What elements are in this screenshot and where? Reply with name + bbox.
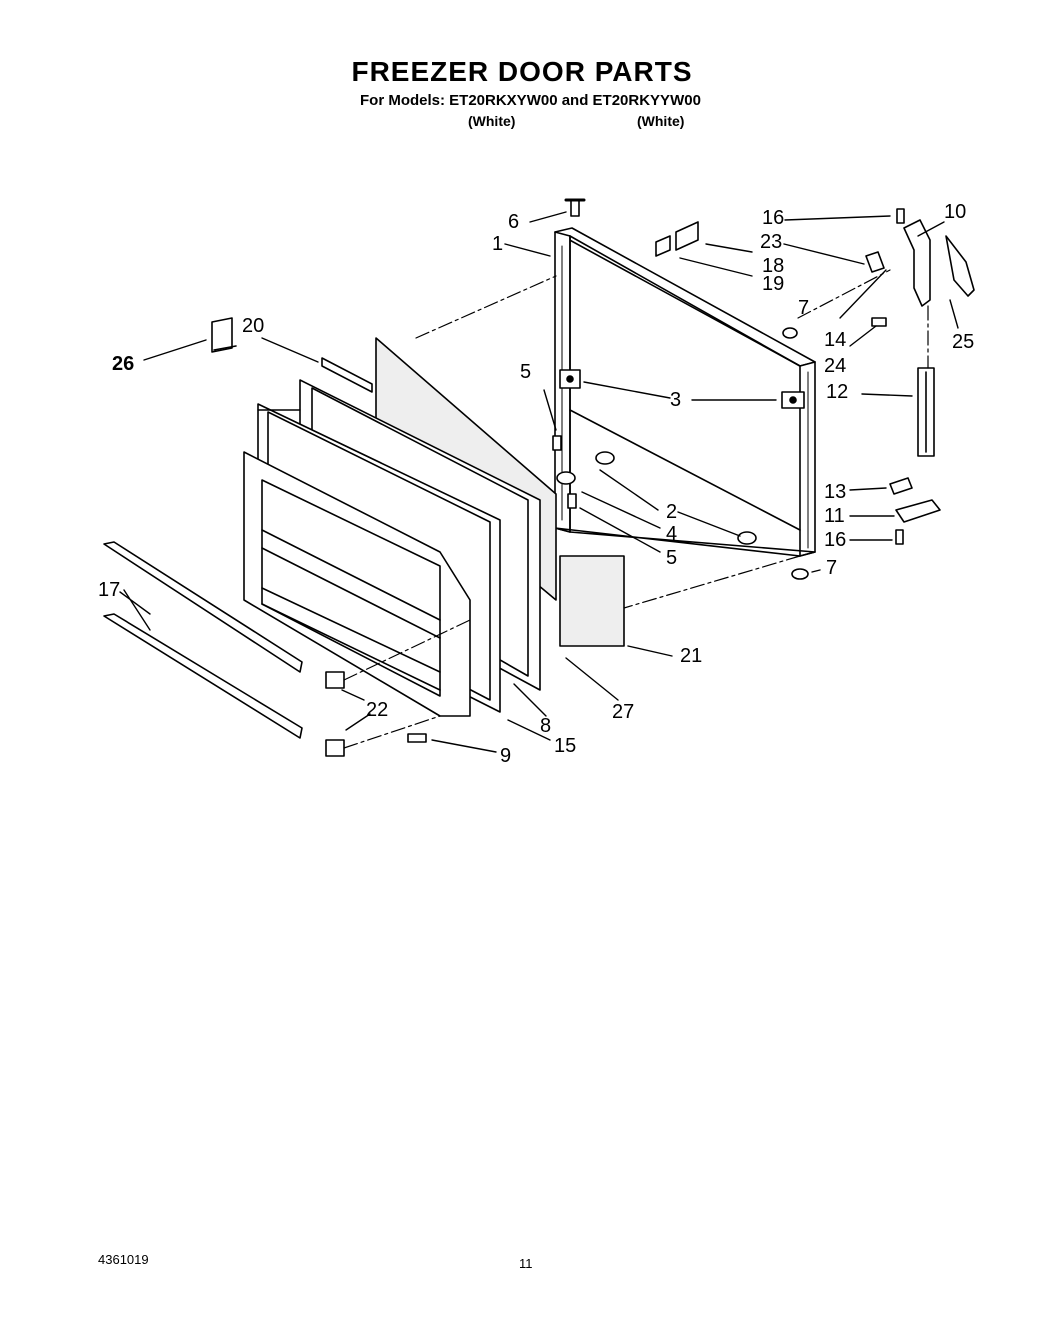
callout-5-top: 5 <box>520 361 532 383</box>
page-title: FREEZER DOOR PARTS <box>351 56 693 87</box>
alignment-lines <box>343 269 929 749</box>
callout-11: 11 <box>824 505 845 527</box>
shelf-bar-part <box>103 541 345 757</box>
callout-3: 3 <box>670 389 682 411</box>
callout-26: 26 <box>112 353 135 375</box>
callout-17: 17 <box>98 579 121 601</box>
trim-clip-part <box>211 317 373 393</box>
hinge-bracket-part <box>559 369 805 409</box>
callout-10: 10 <box>944 201 967 223</box>
finish-label-1: (White) <box>468 113 516 129</box>
document-number: 4361019 <box>98 1252 149 1267</box>
page-number: 11 <box>519 1256 533 1271</box>
callout-24: 24 <box>824 355 847 377</box>
callout-5-bottom: 5 <box>666 547 678 569</box>
door-liner-part <box>243 451 471 717</box>
callout-16-top: 16 <box>762 207 785 229</box>
models-line: For Models: ET20RKXYW00 and ET20RKYYW00 <box>360 92 701 109</box>
callout-15: 15 <box>554 735 577 757</box>
callout-27: 27 <box>612 701 635 723</box>
callout-16-bottom: 16 <box>824 529 847 551</box>
finish-label-2: (White) <box>637 113 685 129</box>
callout-4: 4 <box>666 523 678 545</box>
callout-8: 8 <box>540 715 552 737</box>
leader-arrows <box>119 211 959 753</box>
callout-23: 23 <box>760 231 783 253</box>
callout-7-bottom: 7 <box>826 557 838 579</box>
callout-12: 12 <box>826 381 849 403</box>
callout-21: 21 <box>680 645 703 667</box>
callout-20: 20 <box>242 315 265 337</box>
callout-7-top: 7 <box>798 297 810 319</box>
hinge-assembly <box>655 219 975 523</box>
callout-2: 2 <box>666 501 678 523</box>
callout-22: 22 <box>366 699 389 721</box>
callout-6: 6 <box>508 211 520 233</box>
callout-13: 13 <box>824 481 847 503</box>
callout-19: 19 <box>762 273 785 295</box>
callout-1: 1 <box>492 233 504 255</box>
callout-9: 9 <box>500 745 512 767</box>
fastener-parts <box>407 198 905 743</box>
callout-25: 25 <box>952 331 975 353</box>
callout-18: 18 <box>762 255 785 277</box>
callout-14: 14 <box>824 329 847 351</box>
